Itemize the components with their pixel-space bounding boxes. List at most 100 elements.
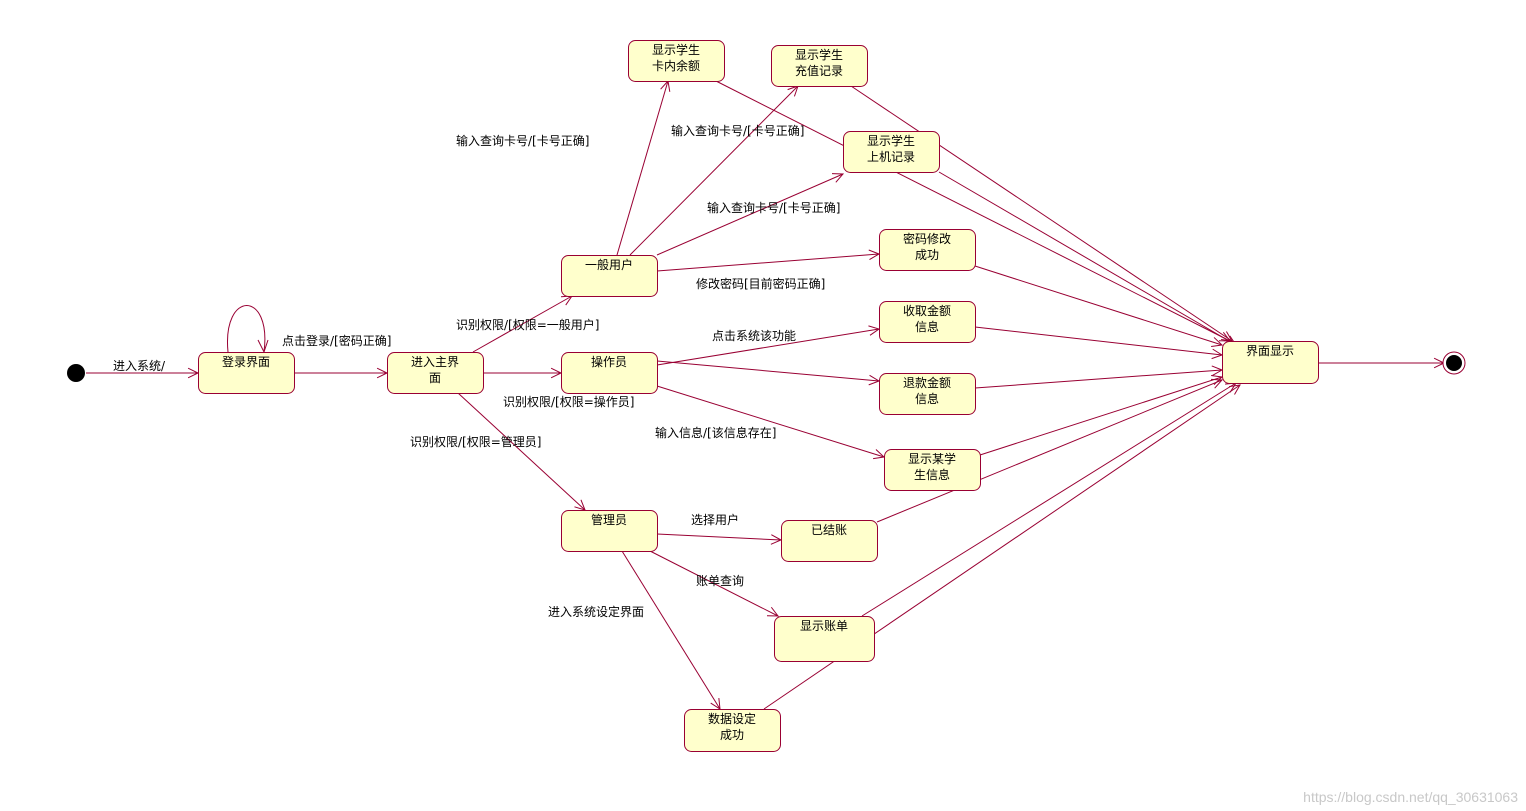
- transition-admin-to-dataset: 进入系统设定界面: [548, 550, 721, 710]
- state-box: [628, 40, 725, 82]
- state-label: 显示学生: [652, 42, 700, 57]
- transition-line: [656, 360, 880, 382]
- transition-main-to-user: 识别权限/[权限=一般用户]: [456, 295, 599, 353]
- state-box: [684, 709, 781, 752]
- arrowhead: [831, 173, 845, 183]
- state-label: 密码修改: [903, 231, 951, 246]
- state-label: 信息: [915, 391, 939, 406]
- arrowhead: [766, 606, 780, 617]
- transition-label: 输入查询卡号/[卡号正确]: [456, 133, 589, 148]
- transition-label: 进入系统/: [113, 359, 166, 373]
- transition-initial-to-login: 进入系统/: [86, 359, 200, 379]
- state-label: 收取金额: [903, 303, 951, 318]
- state-label: 上机记录: [867, 150, 915, 164]
- state-login[interactable]: 登录界面: [198, 352, 295, 394]
- state-label: 已结账: [811, 523, 847, 537]
- state-box: [561, 510, 658, 552]
- transition-user-to-online: 输入查询卡号/[卡号正确]: [656, 173, 845, 256]
- state-label: 退款金额: [903, 375, 951, 390]
- state-label: 信息: [915, 319, 939, 334]
- transition-line: [656, 533, 782, 541]
- transition-collect-to-display: [974, 326, 1224, 360]
- initial-state: [67, 364, 85, 382]
- transition-user-to-recharge: 输入查询卡号/[卡号正确]: [629, 85, 804, 256]
- transition-label: 识别权限/[权限=操作员]: [503, 394, 634, 409]
- state-box: [879, 229, 976, 271]
- transition-user-to-balance: 输入查询卡号/[卡号正确]: [456, 79, 671, 256]
- state-label: 显示某学: [908, 451, 956, 466]
- state-box: [884, 449, 981, 491]
- final-state-dot: [1446, 355, 1462, 371]
- states: 登录界面进入主界面一般用户操作员管理员显示学生卡内余额显示学生充值记录显示学生上…: [67, 40, 1466, 752]
- state-label: 操作员: [591, 354, 627, 369]
- state-box: [198, 352, 295, 394]
- state-checkout[interactable]: 已结账: [781, 520, 878, 562]
- state-box: [387, 352, 484, 394]
- self-loop-arrow: [227, 305, 266, 353]
- state-operator[interactable]: 操作员: [561, 352, 658, 394]
- transition-line: [616, 80, 669, 256]
- state-admin[interactable]: 管理员: [561, 510, 658, 552]
- state-label: 界面显示: [1246, 344, 1294, 358]
- state-box: [1222, 341, 1319, 384]
- arrowhead: [1210, 378, 1224, 389]
- transition-line: [876, 379, 1223, 523]
- transition-display-to-final: [1318, 357, 1446, 369]
- state-label: 充值记录: [795, 63, 843, 78]
- transition-label: 账单查询: [696, 574, 744, 588]
- transition-refund-to-display: [974, 365, 1224, 389]
- transition-label: 输入查询卡号/[卡号正确]: [707, 200, 840, 215]
- watermark: https://blog.csdn.net/qq_30631063: [1303, 789, 1518, 805]
- state-bill[interactable]: 显示账单: [774, 616, 875, 662]
- transition-line: [974, 326, 1223, 356]
- transition-label: 输入查询卡号/[卡号正确]: [671, 123, 804, 138]
- transition-line: [649, 550, 779, 617]
- transition-line: [621, 550, 721, 710]
- state-display[interactable]: 界面显示: [1222, 341, 1319, 384]
- state-label: 显示学生: [795, 47, 843, 62]
- transition-line: [974, 369, 1223, 389]
- state-label: 成功: [720, 728, 744, 742]
- arrowhead: [257, 339, 269, 354]
- state-label: 数据设定: [708, 711, 756, 726]
- state-box: [774, 616, 875, 662]
- transition-line: [850, 85, 1233, 342]
- transition-main-to-operator: 识别权限/[权限=操作员]: [483, 367, 634, 409]
- state-label: 登录界面: [222, 354, 270, 369]
- state-box: [879, 373, 976, 415]
- transition-label: 修改密码[目前密码正确]: [696, 276, 825, 291]
- state-label: 面: [429, 371, 441, 385]
- transition-pwd-to-display: [974, 265, 1224, 348]
- transition-admin-to-bill: 账单查询: [649, 550, 780, 617]
- state-label: 管理员: [591, 512, 627, 527]
- transition-line: [629, 85, 799, 256]
- transition-bill-to-display: [861, 382, 1237, 617]
- transition-line: [974, 265, 1223, 346]
- transition-online-to-display: [938, 171, 1237, 346]
- transition-operator-to-stuinfo: 输入信息/[该信息存在]: [655, 385, 886, 460]
- state-box: [561, 352, 658, 394]
- state-user[interactable]: 一般用户: [561, 255, 658, 297]
- state-box: [843, 131, 940, 173]
- transition-line: [457, 392, 586, 511]
- state-box: [771, 45, 868, 87]
- state-label: 卡内余额: [652, 58, 700, 73]
- transition-label: 进入系统设定界面: [548, 604, 644, 619]
- transition-line: [656, 328, 880, 366]
- state-label: 进入主界: [411, 355, 459, 369]
- state-label: 显示账单: [800, 619, 848, 633]
- transition-line: [656, 173, 844, 256]
- state-label: 显示学生: [867, 133, 915, 148]
- transition-line: [472, 295, 573, 353]
- transition-operator-to-refund: [656, 360, 881, 386]
